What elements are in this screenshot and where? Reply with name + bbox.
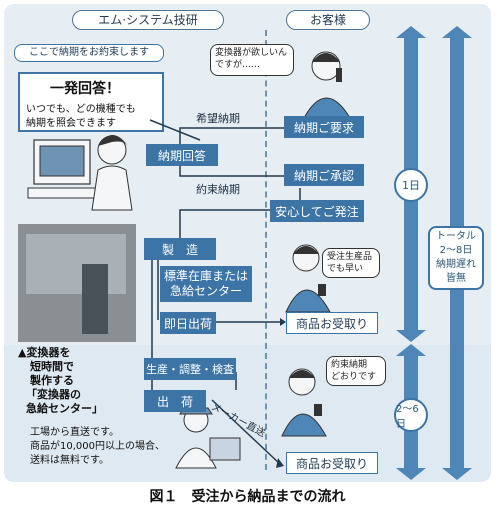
stock-center-line2: 急給センター xyxy=(169,284,242,298)
photo-caption-line1: ▲変換器を xyxy=(18,346,71,359)
fast-delivery-bubble: 受注生産品 でも早い xyxy=(322,248,380,278)
total-badge-line3: 納期遅れ xyxy=(436,259,476,270)
sticker-line2: 納期を照会できます xyxy=(26,118,116,129)
shipping-note: 工場から直送です。 商品が10,000円以上の場合、 送料は無料です。 xyxy=(30,426,165,468)
company-customer-divider xyxy=(265,30,267,470)
requested-delivery-label: 希望納期 xyxy=(196,112,240,125)
photo-caption: ▲変換器を 短時間で 製作する 「変換器の 急給センター」 xyxy=(18,346,103,416)
customer-header: お客様 xyxy=(286,10,370,30)
customer-request-bubble-line1: 変換器が欲しいん xyxy=(215,48,288,58)
photo-caption-line3: 製作する xyxy=(30,374,74,387)
total-badge: トータル 2〜8日 納期遅れ 皆無 xyxy=(428,226,484,290)
delivery-request-box: 納期ご要求 xyxy=(284,116,364,138)
factory-photo xyxy=(18,224,136,342)
stock-center-box: 標準在庫または 急給センター xyxy=(160,266,252,302)
sticker-title: 一発回答！ xyxy=(50,81,120,97)
one-day-badge: 1日 xyxy=(394,168,428,202)
total-badge-line4: 皆無 xyxy=(446,273,466,284)
stock-center-line1: 標準在庫または xyxy=(163,269,248,283)
production-box: 生産・調整・検査 xyxy=(144,358,236,380)
promise-banner: ここで納期をお約束します xyxy=(14,44,164,62)
customer-request-bubble: 変換器が欲しいん ですが…… xyxy=(210,44,294,76)
place-order-box: 安心してご発注 xyxy=(270,200,364,222)
photo-caption-line2: 短時間で xyxy=(30,360,74,373)
photo-caption-line5: 急給センター」 xyxy=(26,402,103,415)
receipt-box-2: 商品お受取り xyxy=(286,452,378,474)
company-header: エム·システム技研 xyxy=(72,10,224,30)
manufacturing-box: 製 造 xyxy=(144,238,216,260)
promised-delivery-bubble: 約束納期 どおりです xyxy=(326,356,386,386)
instant-answer-sticker: 一発回答！ いつでも、どの機種でも 納期を照会できます xyxy=(18,72,164,132)
customer-request-bubble-line2: ですが…… xyxy=(215,60,261,70)
fast-delivery-bubble-line1: 受注生産品 xyxy=(327,252,373,262)
sticker-line1: いつでも、どの機種でも xyxy=(26,104,136,115)
factory-machinery xyxy=(26,234,126,294)
factory-worker xyxy=(82,264,108,334)
shipping-note-line1: 工場から直送です。 xyxy=(30,427,119,438)
shipping-note-line2: 商品が10,000円以上の場合、 xyxy=(30,441,165,452)
total-badge-line1: トータル xyxy=(436,231,476,242)
shipping-box: 出 荷 xyxy=(144,390,206,412)
total-badge-line2: 2〜8日 xyxy=(439,245,473,256)
photo-caption-line4: 「変換器の xyxy=(26,388,81,401)
fast-delivery-bubble-line2: でも早い xyxy=(327,264,364,274)
same-day-shipping-box: 即日出荷 xyxy=(160,312,216,334)
shipping-note-line3: 送料は無料です。 xyxy=(30,455,109,466)
delivery-approval-box: 納期ご承認 xyxy=(284,164,364,186)
two-six-days-badge: 2〜6日 xyxy=(394,398,428,432)
figure-caption: 図１ 受注から納品までの流れ xyxy=(149,489,346,505)
receipt-box-1: 商品お受取り xyxy=(286,312,378,334)
promised-delivery-label: 約束納期 xyxy=(196,183,240,196)
promised-delivery-bubble-line1: 約束納期 xyxy=(331,360,368,370)
promised-delivery-bubble-line2: どおりです xyxy=(331,372,377,382)
delivery-reply-box: 納期回答 xyxy=(146,144,218,166)
